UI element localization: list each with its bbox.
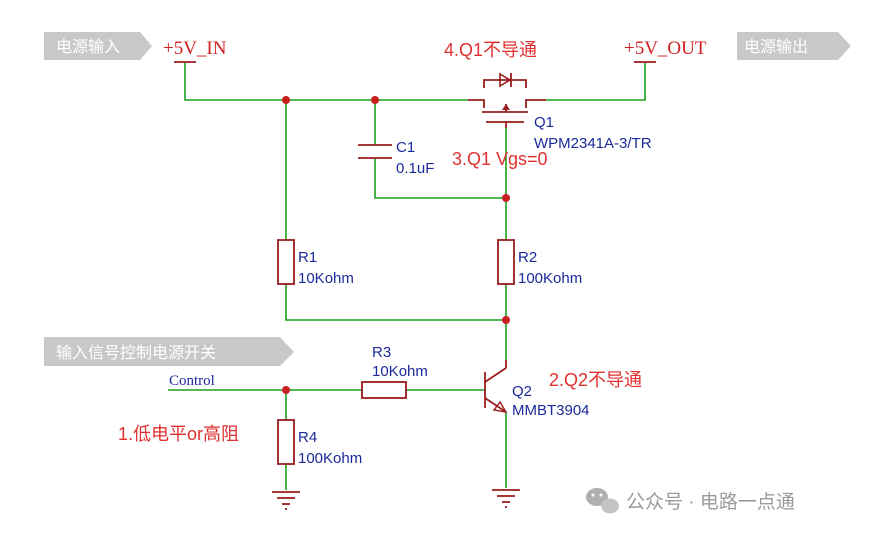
junction-dot <box>282 96 290 104</box>
junction-dot <box>502 316 510 324</box>
power-out-tag-text: 电源输出 <box>744 38 808 56</box>
r4-ref: R4 <box>298 429 317 446</box>
q1-pmos-symbol <box>468 72 546 128</box>
q1-ref: Q1 <box>534 114 554 131</box>
ground-symbol <box>272 491 300 510</box>
c1-value: 0.1uF <box>396 160 434 177</box>
q1-value: WPM2341A-3/TR <box>534 135 652 152</box>
junction-dot <box>371 96 379 104</box>
r2-ref: R2 <box>518 249 537 266</box>
watermark-text: 公众号 · 电路一点通 <box>626 491 795 513</box>
r2-resistor-symbol <box>497 239 515 285</box>
q2-npn-symbol <box>484 360 508 413</box>
r3-value: 10Kohm <box>372 363 428 380</box>
r3-resistor-symbol <box>361 381 407 399</box>
vin-power-symbol: +5V_IN <box>163 38 227 63</box>
r1-value: 10Kohm <box>298 270 354 287</box>
r4-value: 100Kohm <box>298 450 362 467</box>
junction-dot <box>282 386 290 394</box>
annotation-step1: 1.低电平or高阻 <box>118 424 239 444</box>
wechat-icon <box>586 488 619 514</box>
c1-capacitor-symbol <box>358 144 392 159</box>
junction-dot <box>502 194 510 202</box>
q2-ref: Q2 <box>512 383 532 400</box>
annotation-step3: 3.Q1 Vgs=0 <box>452 149 548 169</box>
power-in-tag: 电源输入 <box>44 32 152 60</box>
ground-symbol <box>492 489 520 508</box>
control-net-label: Control <box>169 373 215 389</box>
control-in-tag-text: 输入信号控制电源开关 <box>56 344 216 362</box>
r4-resistor-symbol <box>277 419 295 465</box>
vout-label: +5V_OUT <box>624 38 707 59</box>
r1-ref: R1 <box>298 249 317 266</box>
annotation-step2: 2.Q2不导通 <box>549 370 642 390</box>
c1-ref: C1 <box>396 139 415 156</box>
q2-value: MMBT3904 <box>512 402 590 419</box>
wechat-watermark: 公众号 · 电路一点通 <box>586 488 795 514</box>
r2-value: 100Kohm <box>518 270 582 287</box>
junctions <box>282 96 510 394</box>
annotation-step4: 4.Q1不导通 <box>444 40 537 60</box>
vin-label: +5V_IN <box>163 38 227 59</box>
power-out-tag: 电源输出 <box>737 32 851 60</box>
r1-resistor-symbol <box>277 239 295 285</box>
power-in-tag-text: 电源输入 <box>56 38 120 56</box>
r3-ref: R3 <box>372 344 391 361</box>
control-in-tag: 输入信号控制电源开关 <box>44 337 294 366</box>
vout-power-symbol: +5V_OUT <box>624 38 707 63</box>
